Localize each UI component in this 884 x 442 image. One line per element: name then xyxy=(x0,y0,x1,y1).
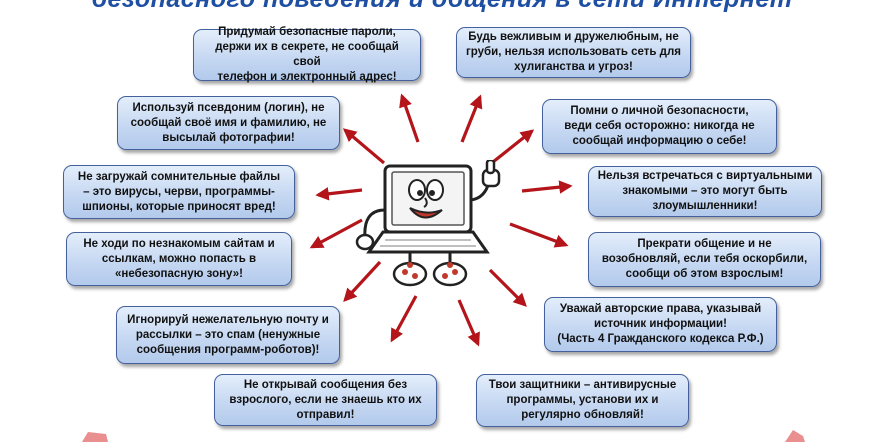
decor-right-icon xyxy=(785,430,805,442)
rule-box-spam: Игнорируй нежелательную почту и рассылки… xyxy=(116,306,340,364)
laptop-character-icon xyxy=(355,160,501,287)
arrow-up-left xyxy=(399,93,420,143)
arrow-lower-mid-right xyxy=(509,222,569,248)
arrow-down-left xyxy=(390,295,418,343)
page-title: безопасного поведения и общения в сети И… xyxy=(0,0,884,13)
arrow-mid-left xyxy=(315,187,363,201)
arrow-up-right xyxy=(460,94,483,143)
rule-box-safety: Помни о личной безопасности, веди себя о… xyxy=(542,99,777,154)
decor-left-icon xyxy=(82,432,108,442)
rule-box-stop-contact: Прекрати общение и не возобновляй, если … xyxy=(588,232,821,287)
arrow-upper-right xyxy=(492,129,535,164)
rule-box-nickname: Используй псевдоним (логин), не сообщай … xyxy=(117,96,340,150)
arrow-lower-right xyxy=(488,268,527,307)
rule-box-files: Не загружай сомнительные файлы – это вир… xyxy=(63,165,295,219)
arrow-upper-left xyxy=(342,128,386,165)
arrow-down-right xyxy=(457,299,480,347)
rule-box-polite: Будь вежливым и дружелюбным, не груби, н… xyxy=(456,27,691,78)
arrow-mid-right xyxy=(521,180,573,194)
rule-box-sites: Не ходи по незнакомым сайтам и ссылкам, … xyxy=(66,232,292,286)
rule-box-copyright: Уважай авторские права, указывай источни… xyxy=(544,297,777,352)
arrow-lower-mid-left xyxy=(309,218,363,249)
rule-box-meetings: Нельзя встречаться с виртуальными знаком… xyxy=(588,166,822,217)
rule-box-protectors: Твои защитники – антивирусные программы,… xyxy=(476,374,689,427)
arrow-lower-left xyxy=(343,260,382,302)
rule-box-passwords: Придумай безопасные пароли, держи их в с… xyxy=(193,26,421,83)
rule-box-messages: Не открывай сообщения без взрослого, есл… xyxy=(214,374,437,426)
